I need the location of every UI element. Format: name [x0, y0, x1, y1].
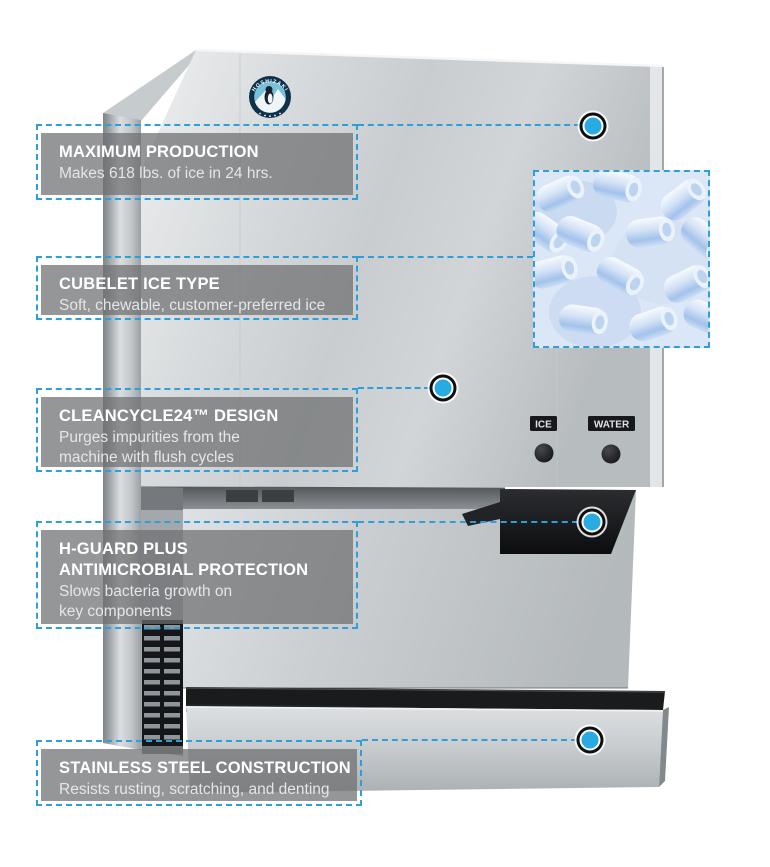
water-button-label: WATER	[594, 420, 630, 431]
air-vent-grill	[142, 620, 183, 747]
machine-recess	[140, 486, 506, 509]
connector-h-guard-plus	[358, 521, 578, 523]
callout-title: CLEANCYCLE24™ DESIGN	[59, 407, 279, 425]
ice-dispense-button	[534, 443, 554, 463]
callout-description: Soft, chewable, customer-preferred ice	[59, 297, 326, 314]
drip-tray-band	[186, 687, 665, 710]
callout-title: H-GUARD PLUS ANTIMICROBIAL PROTECTION	[59, 540, 309, 579]
water-label-plate	[588, 416, 635, 431]
callout-maximum-production: MAXIMUM PRODUCTION Makes 618 lbs. of ice…	[36, 124, 358, 200]
callout-title: MAXIMUM PRODUCTION	[59, 143, 259, 161]
hotspot-dot-maximum-production[interactable]	[582, 115, 604, 137]
connector-maximum-production	[358, 124, 580, 126]
callout-cubelet-ice-type: CUBELET ICE TYPE Soft, chewable, custome…	[36, 256, 358, 320]
callout-title: STAINLESS STEEL CONSTRUCTION	[59, 759, 351, 777]
hoshizaki-logo: HOSHIZAKI	[249, 76, 291, 118]
callout-stainless-steel-construction: STAINLESS STEEL CONSTRUCTION Resists rus…	[36, 740, 362, 806]
dispenser-controls: ICE WATER	[530, 416, 635, 464]
ice-label-plate	[530, 416, 557, 431]
callout-cleancycle24-design: CLEANCYCLE24™ DESIGN Purges impurities f…	[36, 388, 358, 472]
water-dispense-button	[601, 444, 621, 464]
callout-h-guard-plus: H-GUARD PLUS ANTIMICROBIAL PROTECTION Sl…	[36, 521, 358, 629]
ice-button-label: ICE	[535, 420, 552, 431]
dispense-lever	[462, 502, 500, 526]
hotspot-dot-h-guard-plus[interactable]	[581, 511, 603, 533]
callout-description: Slows bacteria growth on key components	[59, 583, 233, 620]
hotspot-dot-stainless-steel[interactable]	[579, 729, 601, 751]
callout-title: CUBELET ICE TYPE	[59, 275, 220, 293]
hotspot-dot-cleancycle24[interactable]	[432, 377, 454, 399]
callout-description: Resists rusting, scratching, and denting	[59, 781, 330, 798]
connector-cubelet-ice-type	[358, 256, 533, 258]
callout-description: Makes 618 lbs. of ice in 24 hrs.	[59, 165, 273, 182]
connector-stainless-steel	[362, 739, 577, 741]
callout-description: Purges impurities from the machine with …	[59, 429, 240, 466]
cubelet-ice-photo	[533, 170, 710, 348]
connector-cleancycle24	[358, 387, 430, 389]
